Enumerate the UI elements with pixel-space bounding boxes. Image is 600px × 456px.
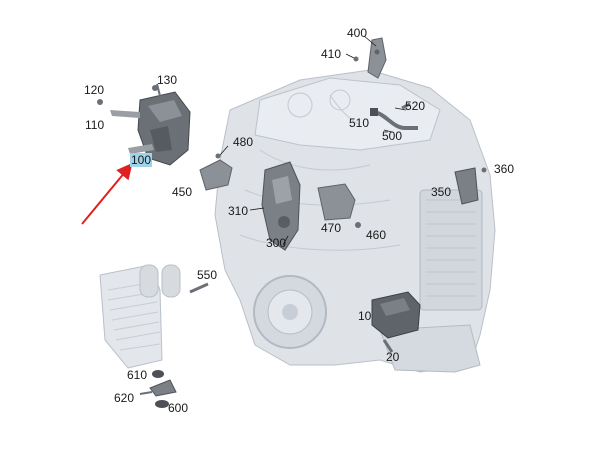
part-100-engine-mount (97, 83, 191, 166)
intercooler-block (419, 189, 483, 311)
label-part-600: 600 (168, 401, 189, 415)
label-part-620: 620 (114, 391, 135, 405)
label-part-470: 470 (321, 221, 342, 235)
callout-arrow (81, 162, 133, 225)
label-part-310: 310 (228, 204, 249, 218)
part-550-bolt (189, 282, 209, 294)
engine-detail-lines (239, 89, 401, 251)
label-part-360: 360 (494, 162, 515, 176)
label-part-550: 550 (197, 268, 218, 282)
label-part-350: 350 (431, 185, 452, 199)
engine-assembly (214, 69, 496, 373)
intercooler-fins (426, 199, 476, 297)
label-part-300: 300 (266, 236, 287, 250)
crank-pulley-hub (282, 304, 298, 320)
label-part-130: 130 (157, 73, 178, 87)
parts-600-set (139, 370, 177, 408)
label-part-100-highlighted: 100 (130, 153, 153, 167)
label-part-110: 110 (85, 118, 105, 132)
part-470-bracket (317, 183, 361, 228)
label-part-610: 610 (127, 368, 148, 382)
part-300-mount-bracket (249, 161, 301, 251)
part-450-bracket (199, 145, 233, 191)
label-part-10: 10 (358, 309, 372, 323)
oil-pan (379, 324, 481, 373)
label-part-480: 480 (233, 135, 254, 149)
label-part-400: 400 (347, 26, 368, 40)
label-part-500: 500 (382, 129, 403, 143)
label-part-520: 520 (405, 99, 426, 113)
label-part-460: 460 (366, 228, 387, 242)
label-part-510: 510 (349, 116, 370, 130)
label-part-450: 450 (172, 185, 193, 199)
label-part-20: 20 (386, 350, 400, 364)
engine-top-cover (254, 77, 441, 151)
part-350-bracket (454, 167, 487, 205)
part-10-transmission-mount (371, 291, 421, 353)
label-part-410: 410 (321, 47, 342, 61)
label-part-120: 120 (84, 83, 105, 97)
part-500-hose (370, 102, 418, 133)
filter-housing-assembly (99, 264, 181, 369)
part-400-bracket (345, 35, 387, 79)
